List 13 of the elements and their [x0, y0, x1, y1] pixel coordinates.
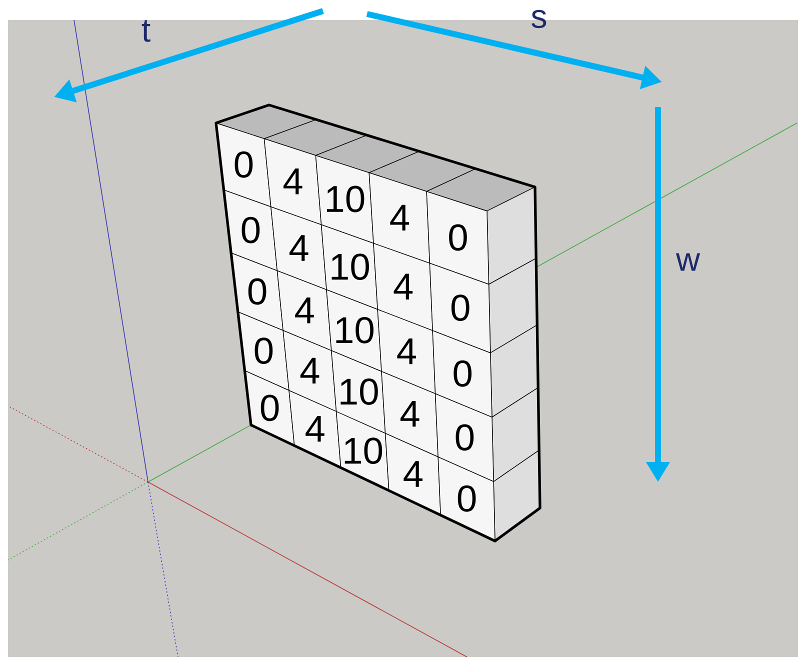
cube: 4 [270, 206, 327, 290]
cube: 4 [373, 242, 433, 332]
cube: 0 [432, 330, 492, 418]
cube: 4 [384, 432, 441, 516]
axis-label: s [532, 10, 546, 28]
cube: 0 [429, 262, 491, 354]
cube: 0 [434, 393, 494, 482]
cube: 0 [244, 370, 295, 446]
axis-label: w [676, 253, 700, 271]
cube: 4 [276, 270, 332, 352]
axis-label: t [142, 20, 150, 42]
cube: 4 [368, 172, 430, 264]
cube: 4 [264, 138, 322, 226]
